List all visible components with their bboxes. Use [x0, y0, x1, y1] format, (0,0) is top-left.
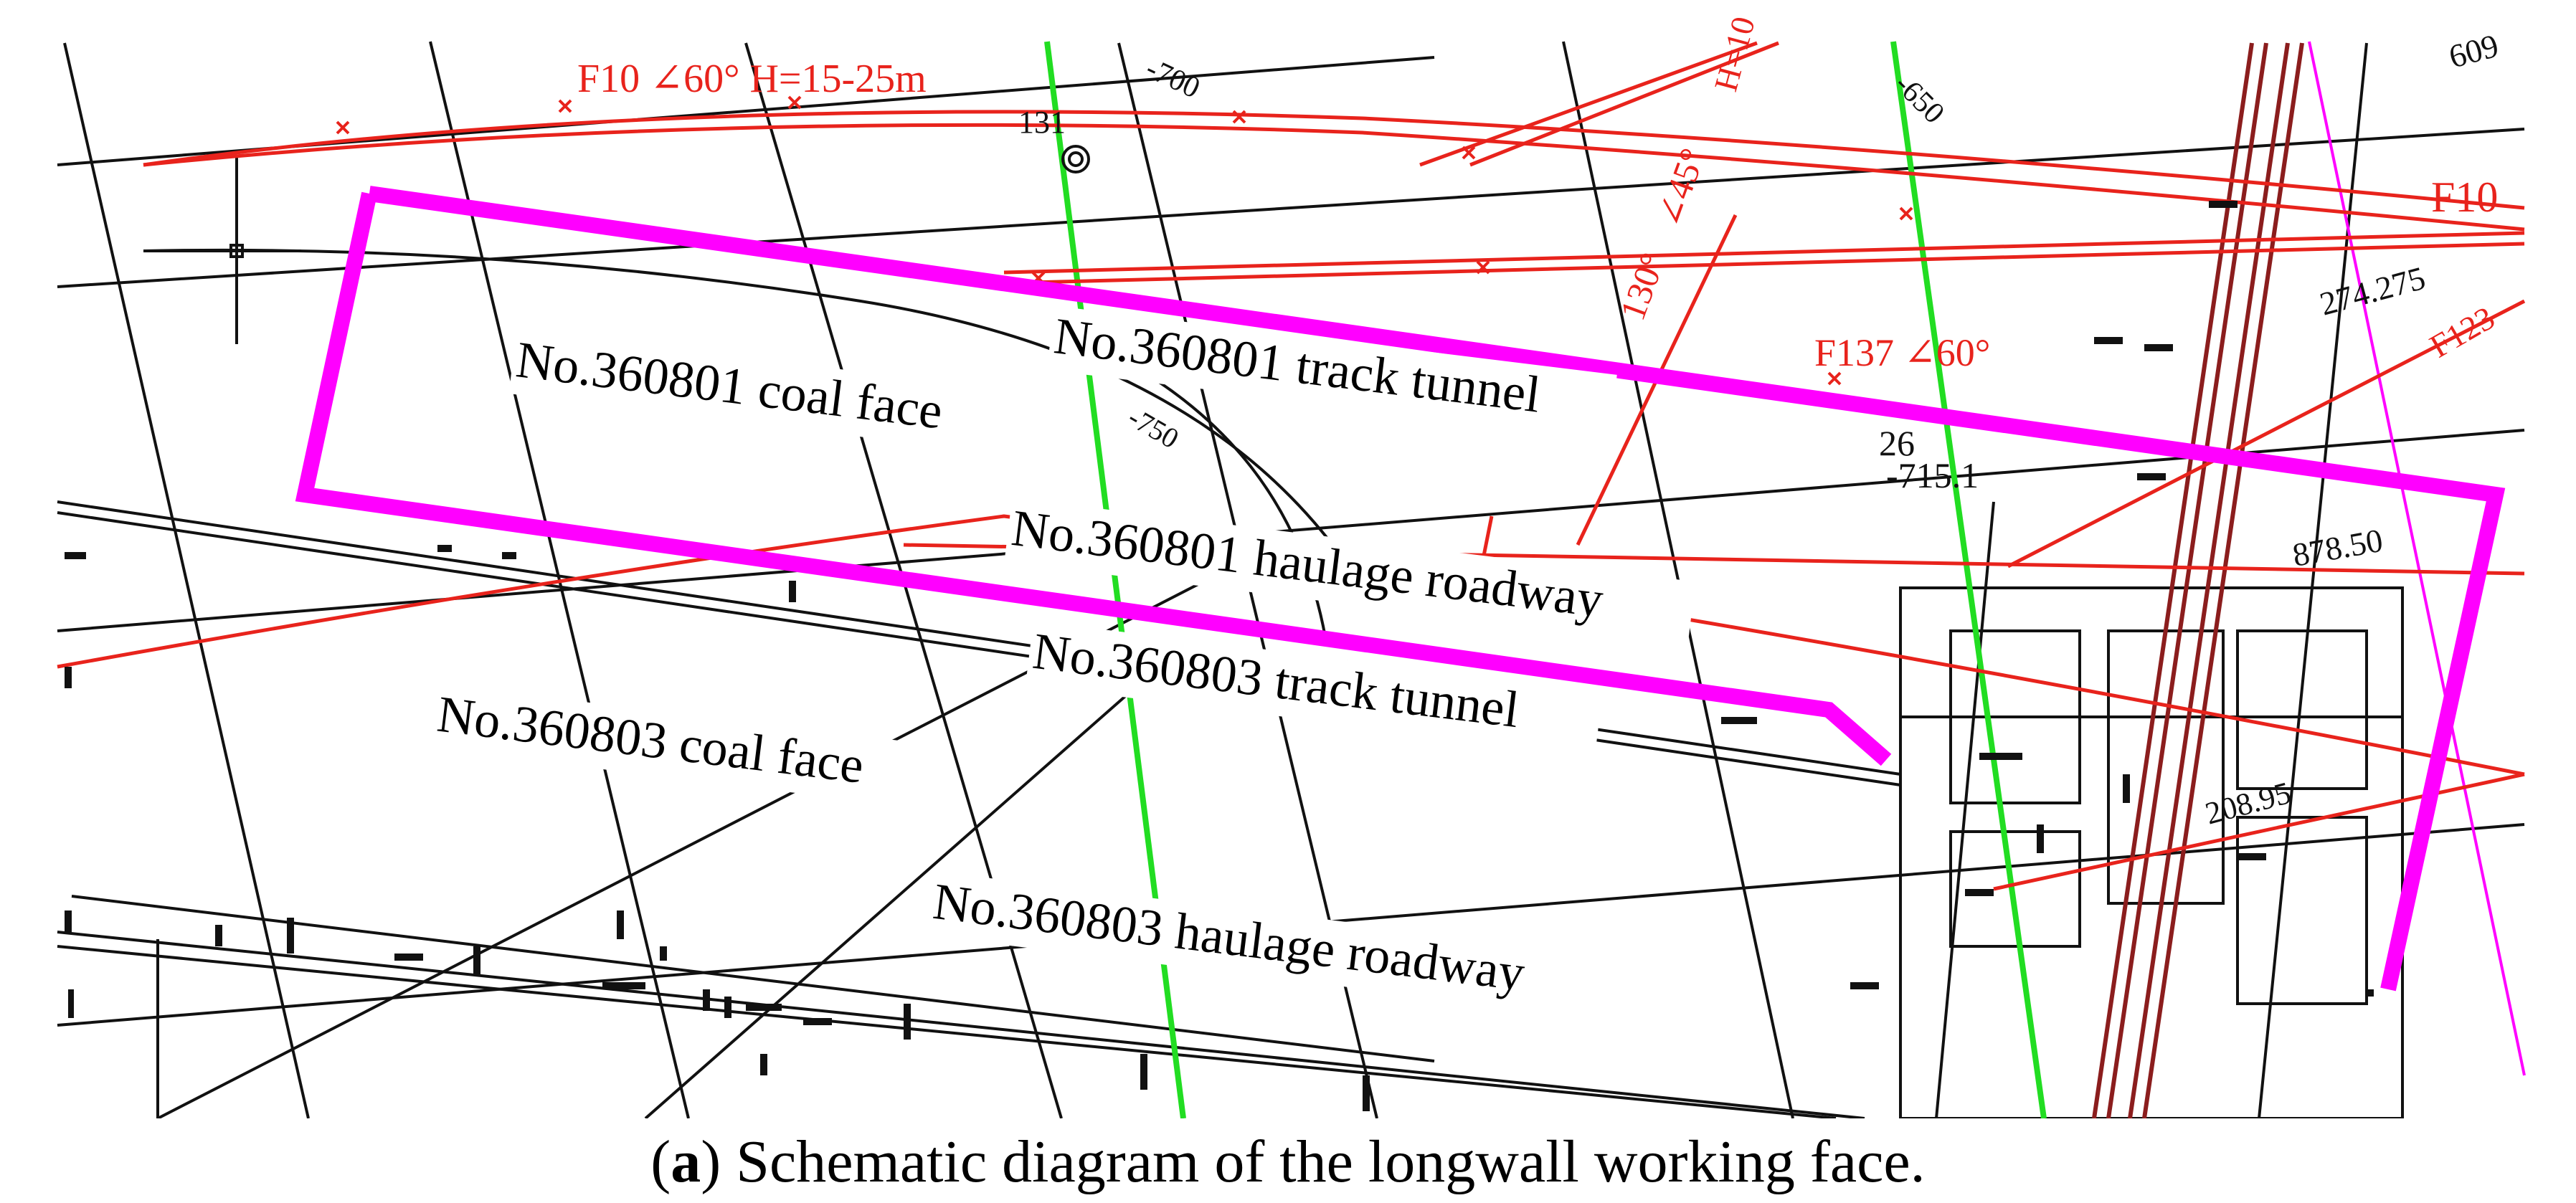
annot-f10-left: F10 ∠60° H=15-25m — [577, 57, 927, 101]
annot-elev-26: 26 — [1879, 423, 1915, 463]
figure-caption: (a) Schematic diagram of the longwall wo… — [650, 1128, 1925, 1195]
annot-elev-715: -715.1 — [1886, 455, 1979, 495]
working-face-boundary-left — [295, 191, 1892, 766]
label-bg-coal-face-803 — [430, 684, 937, 809]
label-bg-track-tunnel-801 — [1046, 305, 1617, 439]
caption-area — [0, 1118, 2576, 1203]
shaft-bundle — [2092, 42, 2304, 1119]
label-bg-haulage-803 — [925, 871, 1617, 1019]
label-bg-track-tunnel-803 — [1025, 621, 1603, 755]
working-face-boundary — [368, 186, 2506, 992]
survey-ticks — [65, 201, 2374, 1111]
caption-letter: a — [671, 1128, 701, 1195]
annot-borehole-131: 131 — [1018, 105, 1066, 140]
borehole-symbol-inner — [1068, 151, 1084, 167]
label-bg-coal-face-801 — [508, 329, 1015, 455]
annot-f10-right: F10 — [2431, 173, 2498, 221]
label-bg-haulage-801 — [1004, 498, 1696, 646]
borehole-symbol — [1061, 145, 1090, 173]
annot-f137: F137 ∠60° — [1814, 331, 1990, 374]
